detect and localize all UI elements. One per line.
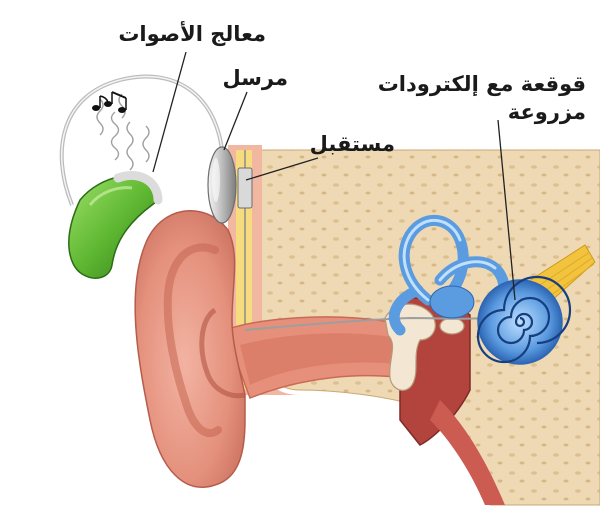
sound-processor bbox=[68, 171, 163, 279]
pinna bbox=[134, 209, 246, 488]
eustachian-tube bbox=[430, 400, 505, 505]
ear-canal-inner bbox=[240, 333, 405, 385]
cochlea bbox=[476, 275, 572, 365]
pinna-helix-fold bbox=[163, 243, 222, 438]
concha bbox=[199, 307, 246, 399]
vestibule bbox=[429, 285, 475, 319]
stapes bbox=[439, 317, 465, 335]
sound-processor-label: معالج الأصوات bbox=[118, 22, 266, 46]
transmitter-coil bbox=[207, 146, 237, 224]
leader-lines bbox=[152, 51, 516, 301]
cochlea-label-line2: مزروعة bbox=[507, 100, 586, 124]
cochlea-label-line1: قوقعة مع إلكترودات bbox=[377, 72, 586, 96]
receiver-implant bbox=[237, 167, 253, 209]
transmitter-label: مرسل bbox=[222, 66, 288, 90]
music-notes-icon bbox=[92, 91, 127, 113]
sound-waves bbox=[96, 93, 150, 171]
receiver-label: مستقبل bbox=[309, 132, 395, 156]
